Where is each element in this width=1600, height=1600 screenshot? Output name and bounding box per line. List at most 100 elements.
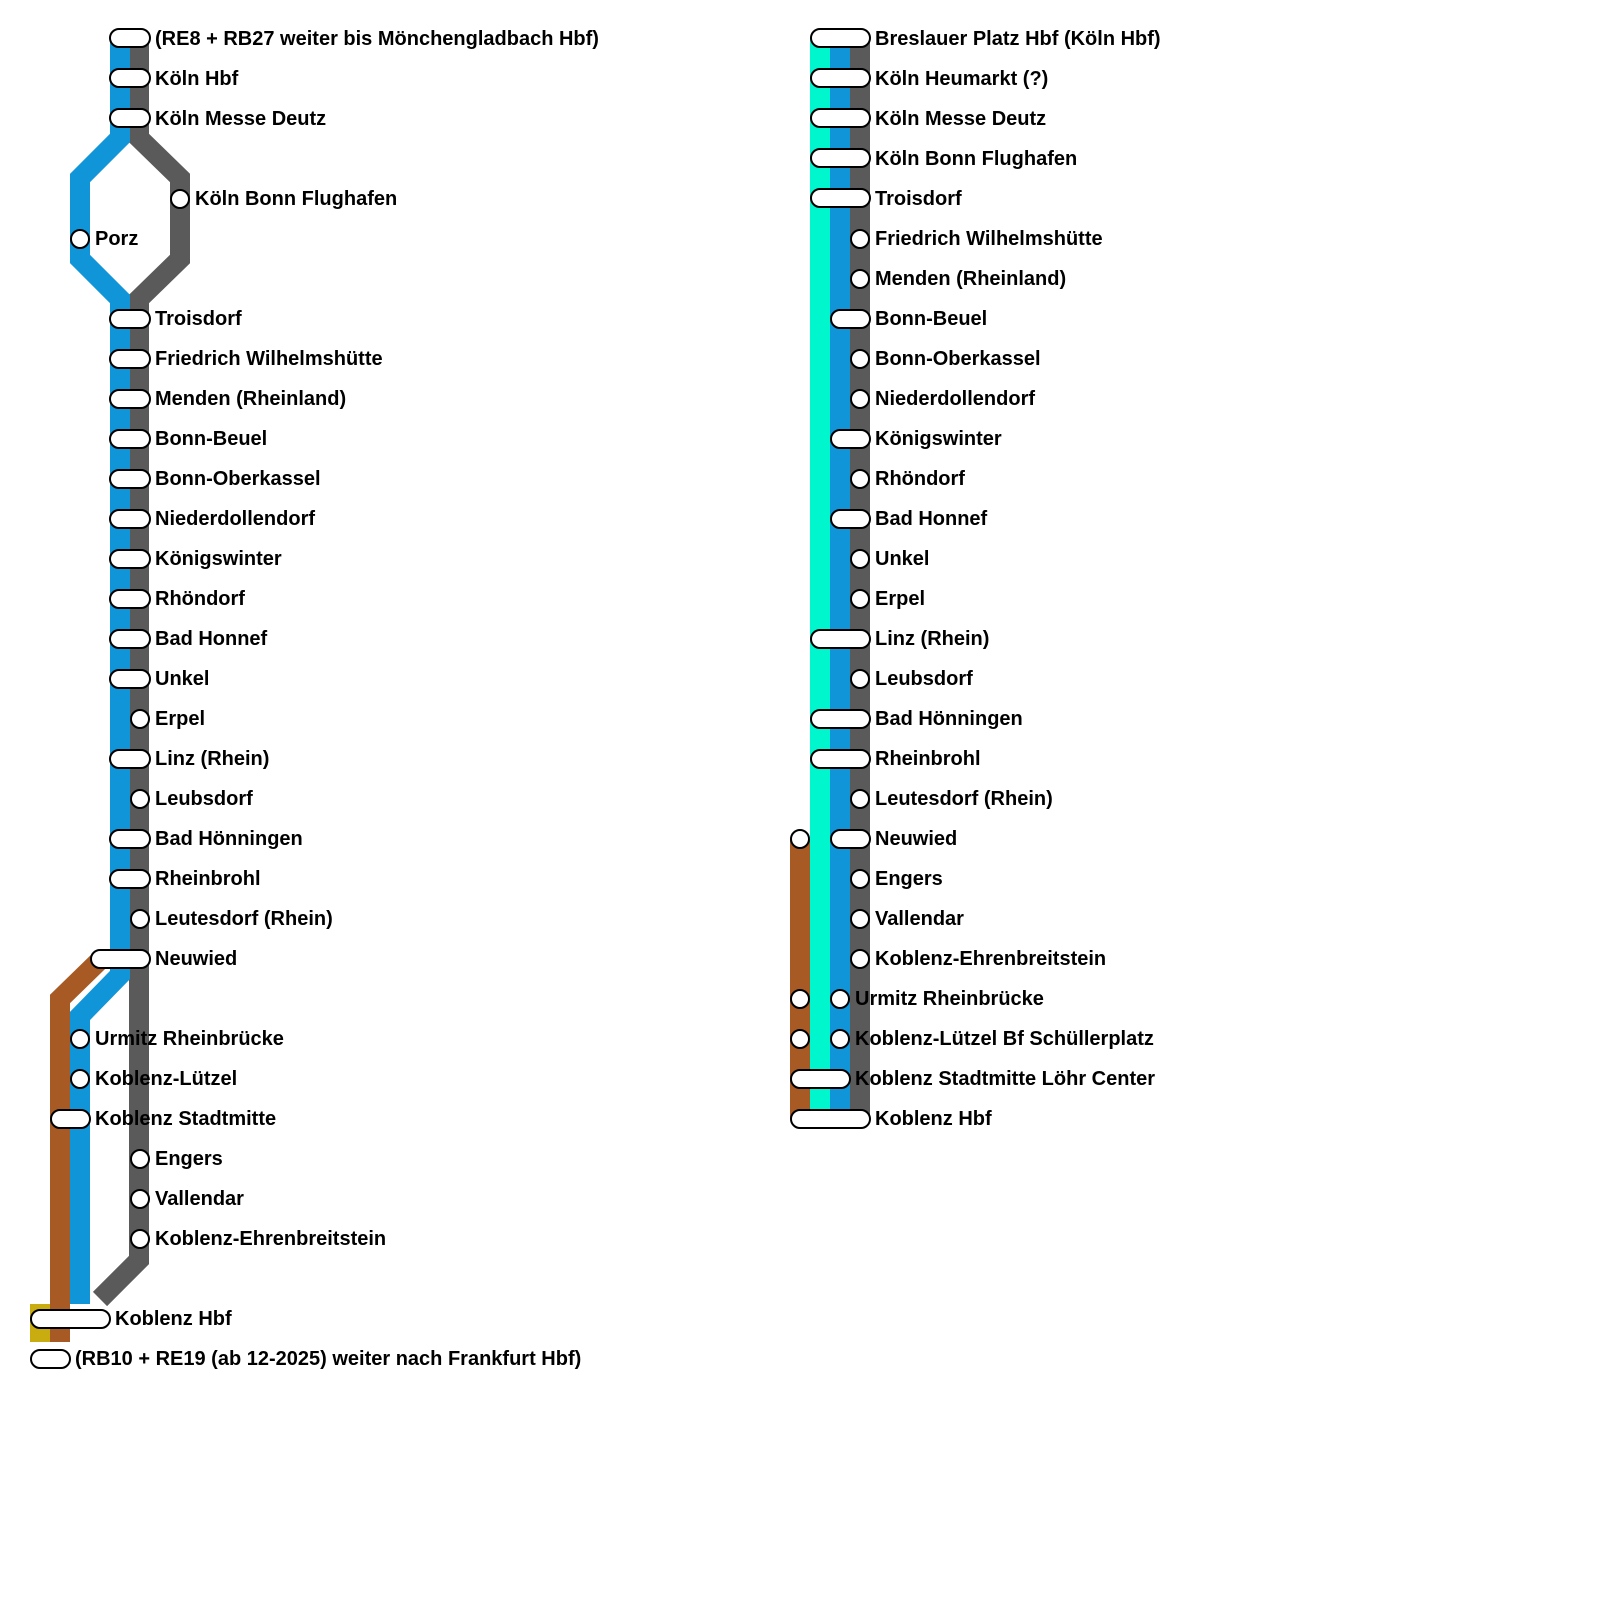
station-label: Rhöndorf [875,468,965,490]
line-grey [92,38,190,1307]
station-marker-koeln-messe-deutz [810,108,871,128]
station-marker-bonn-oberkassel [850,349,870,369]
station-marker-porz [70,229,90,249]
station-marker-neuwied-brown [790,829,810,849]
station-label: Linz (Rhein) [155,748,269,770]
right-labels: Breslauer Platz Hbf (Köln Hbf) Köln Heum… [855,28,1161,1130]
station-marker-leubsdorf [130,789,150,809]
station-label: Leutesdorf (Rhein) [155,908,333,930]
station-marker-vallendar [130,1189,150,1209]
station-marker-troisdorf [109,309,151,329]
station-label: Leutesdorf (Rhein) [875,788,1053,810]
note-bottom-continuation: (RB10 + RE19 (ab 12-2025) weiter nach Fr… [75,1348,581,1370]
station-marker-koblenz-ehrenbreitstein [850,949,870,969]
station-label: Friedrich Wilhelmshütte [875,228,1103,250]
station-label: Königswinter [875,428,1002,450]
station-marker-rheinbrohl [109,869,151,889]
station-marker-urmitz-blue [830,989,850,1009]
station-marker-bonn-oberkassel [109,469,151,489]
station-marker-engers [850,869,870,889]
station-label: Unkel [875,548,929,570]
station-marker-friedrich-wilhelmshuette [850,229,870,249]
right-map: Breslauer Platz Hbf (Köln Hbf) Köln Heum… [790,28,1161,1130]
station-marker-koblenz-stadtmitte [790,1069,851,1089]
station-label: Rheinbrohl [875,748,981,770]
station-label: Koblenz Hbf [115,1308,232,1330]
station-marker-koblenz-hbf [30,1309,111,1329]
station-label: Porz [95,228,138,250]
station-marker-niederdollendorf [850,389,870,409]
station-label: Rhöndorf [155,588,245,610]
station-label: Neuwied [155,948,237,970]
station-label: Leubsdorf [875,668,973,690]
station-marker-bonn-beuel [109,429,151,449]
station-label: Koblenz-Lützel Bf Schüllerplatz [855,1028,1154,1050]
left-labels: (RE8 + RB27 weiter bis Mönchengladbach H… [75,28,599,1370]
station-marker-koblenz-hbf [790,1109,871,1129]
station-label: Neuwied [875,828,957,850]
station-marker-rheinbrohl [810,749,871,769]
station-label: Köln Messe Deutz [875,108,1046,130]
station-label: Bonn-Beuel [155,428,267,450]
station-label: Vallendar [155,1188,244,1210]
station-label: Köln Messe Deutz [155,108,326,130]
station-marker-bonn-beuel [830,309,871,329]
station-marker-menden [109,389,151,409]
station-marker-koeln-heumarkt [810,68,871,88]
station-marker-neuwied [90,949,151,969]
station-label: Linz (Rhein) [875,628,989,650]
station-label: Leubsdorf [155,788,253,810]
station-label: Menden (Rheinland) [155,388,346,410]
station-marker-koenigswinter [830,429,871,449]
left-stations [30,28,190,1369]
station-marker-koeln-bonn-flughafen [170,189,190,209]
station-marker-leutesdorf [130,909,150,929]
station-label: Niederdollendorf [875,388,1035,410]
right-stations [790,28,871,1129]
station-marker-erpel [850,589,870,609]
station-marker-bottom-terminus [30,1349,71,1369]
station-marker-koeln-hbf [109,68,151,88]
station-marker-bad-hoenningen [810,709,871,729]
station-marker-luetzel-blue [830,1029,850,1049]
station-marker-vallendar [850,909,870,929]
station-marker-koblenz-stadtmitte [50,1109,91,1129]
station-label: Urmitz Rheinbrücke [855,988,1044,1010]
station-label: Koblenz-Ehrenbreitstein [155,1228,386,1250]
station-marker-friedrich-wilhelmshuette [109,349,151,369]
station-marker-bad-honnef [830,509,871,529]
station-label: Köln Hbf [155,68,239,90]
station-label: Erpel [155,708,205,730]
station-label: Koblenz Stadtmitte [95,1108,276,1130]
station-label: Troisdorf [155,308,242,330]
station-label: Köln Bonn Flughafen [875,148,1077,170]
station-label: Unkel [155,668,209,690]
station-label: Bonn-Oberkassel [875,348,1041,370]
station-marker-neuwied [830,829,871,849]
station-label: Bad Hönningen [155,828,303,850]
station-marker-niederdollendorf [109,509,151,529]
line-turquoise [810,38,830,1119]
station-label: Friedrich Wilhelmshütte [155,348,383,370]
station-marker-leubsdorf [850,669,870,689]
left-map: (RE8 + RB27 weiter bis Mönchengladbach H… [30,28,599,1370]
station-marker-luetzel-brown [790,1029,810,1049]
station-marker-breslauer-platz [810,28,871,48]
station-label: Koblenz Hbf [875,1108,992,1130]
station-label: Köln Bonn Flughafen [195,188,397,210]
station-marker-bad-hoenningen [109,829,151,849]
station-marker-linz [810,629,871,649]
station-label: Koblenz-Lützel [95,1068,237,1090]
station-marker-unkel [109,669,151,689]
station-marker-koenigswinter [109,549,151,569]
station-marker-linz [109,749,151,769]
station-label: Koblenz Stadtmitte Löhr Center [855,1068,1155,1090]
station-label: Rheinbrohl [155,868,261,890]
station-marker-koeln-bonn-flughafen [810,148,871,168]
station-label: Troisdorf [875,188,962,210]
station-label: Engers [155,1148,223,1170]
station-marker-troisdorf [810,188,871,208]
line-brown [790,839,810,1119]
station-marker-unkel [850,549,870,569]
station-label: Bonn-Beuel [875,308,987,330]
